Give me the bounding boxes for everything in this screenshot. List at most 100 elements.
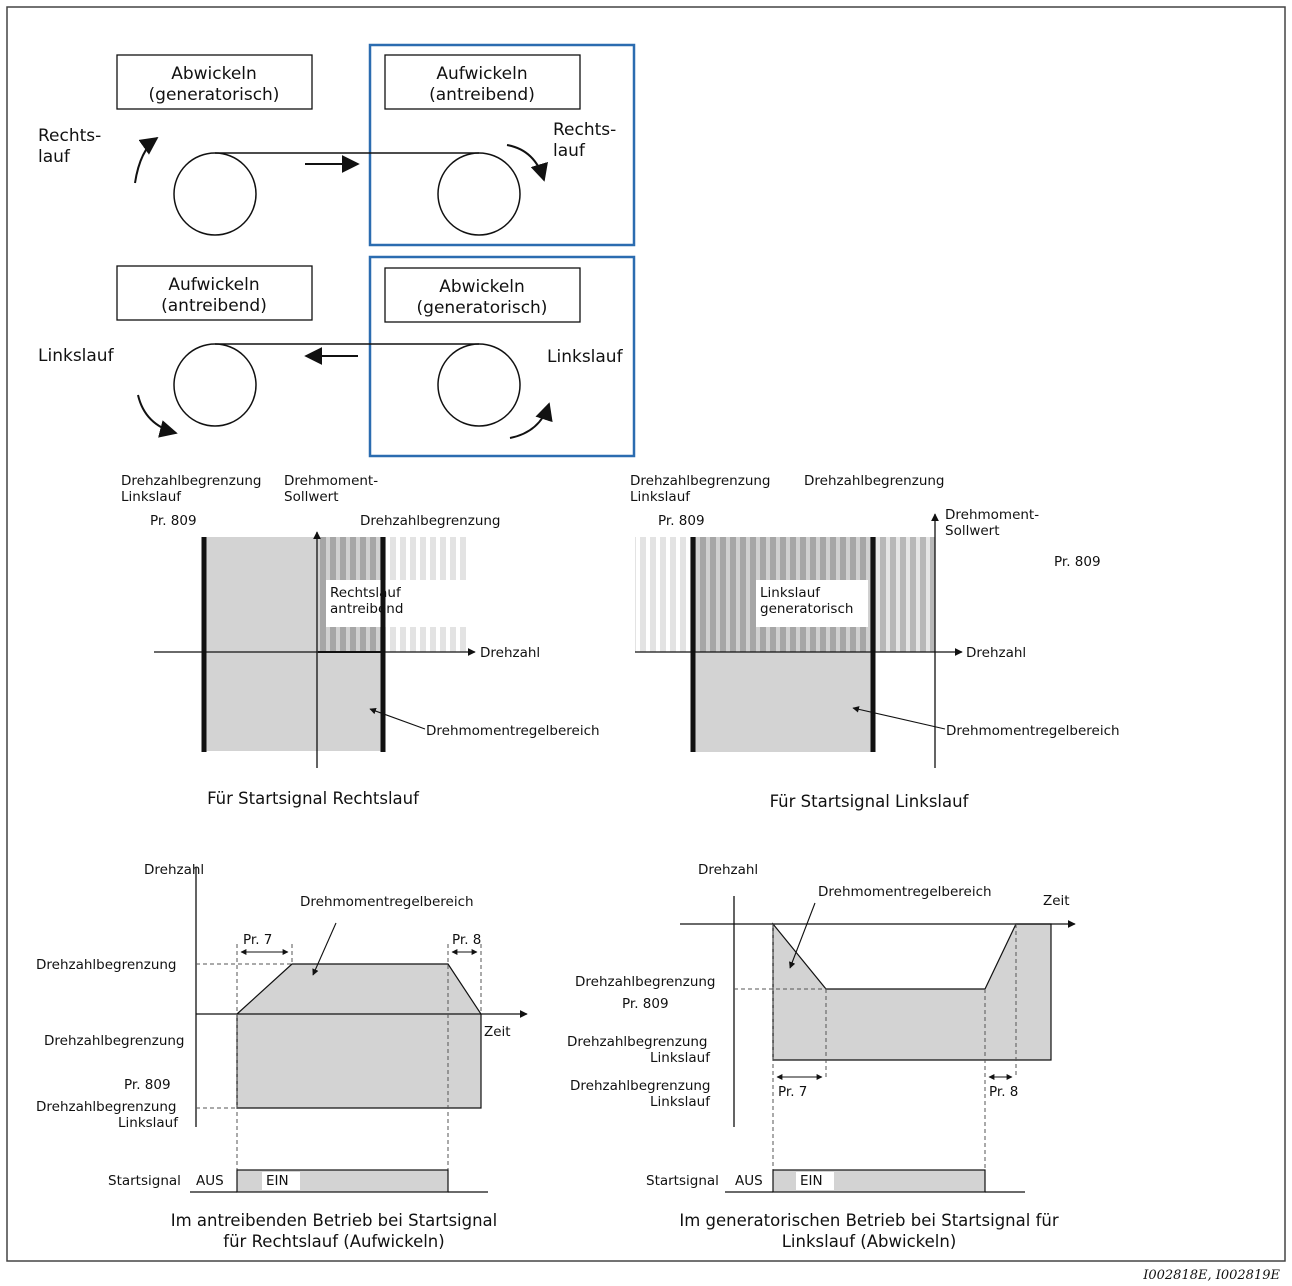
tr-limit-ccw1-line1: Drehzahlbegrenzung	[567, 1034, 708, 1050]
row2-right-rotation: Linkslauf	[547, 347, 624, 367]
figure-frame	[6, 6, 1286, 1262]
tf-limit-ccw-line1: Drehzahlbegrenzung	[36, 1099, 177, 1115]
tr-pr809: Pr. 809	[622, 996, 669, 1012]
row2-right-box-line2: (generatorisch)	[417, 298, 548, 318]
row1-left-rotation-line1: Rechts-	[38, 126, 101, 146]
tf-off: AUS	[196, 1173, 224, 1189]
fwd-control-pointer	[369, 707, 426, 730]
tr-pr7: Pr. 7	[778, 1084, 807, 1100]
fwd-axis-x-label: Drehzahl	[480, 645, 540, 661]
tf-pr809: Pr. 809	[124, 1077, 171, 1093]
tr-region-pointer	[789, 902, 816, 969]
tr-limit: Drehzahlbegrenzung	[575, 974, 716, 990]
fwd-control-label: Drehmomentregelbereich	[426, 723, 600, 739]
row1-left-rotation-line2: lauf	[38, 147, 71, 167]
tf-limit: Drehzahlbegrenzung	[36, 957, 177, 973]
fwd-region-label-bg	[326, 580, 466, 627]
figure-reference: I002818E, I002819E	[1142, 1268, 1280, 1283]
tf-pr8: Pr. 8	[452, 932, 481, 948]
row1-left-box-line1: Abwickeln	[171, 64, 257, 84]
row2-left-box-line2: (antreibend)	[161, 296, 267, 316]
rev-torque-line1: Drehmoment-	[945, 507, 1039, 523]
reel-left-row1	[173, 152, 257, 236]
speed-torque-chart-forward: Drehzahlbegrenzung Linkslauf Drehmoment-…	[121, 473, 600, 808]
tf-torque-control-region	[236, 963, 482, 1109]
row1-right-box-line2: (antreibend)	[429, 85, 535, 105]
tf-caption-line2: für Rechtslauf (Aufwickeln)	[223, 1232, 444, 1251]
reel-right-row2	[437, 343, 521, 427]
tf-on: EIN	[266, 1173, 289, 1189]
fwd-torque-line1: Drehmoment-	[284, 473, 378, 489]
time-chart-forward: Drehzahl Drehmomentregelbereich Drehzahl…	[36, 862, 528, 1251]
rev-control-label: Drehmomentregelbereich	[946, 723, 1120, 739]
tf-region-pointer	[312, 922, 337, 976]
fwd-limit: Drehzahlbegrenzung	[360, 513, 501, 529]
rev-region-label-line1: Linkslauf	[760, 585, 821, 601]
reel-right-row1	[437, 152, 521, 236]
time-chart-reverse: Drehzahl Drehmomentregelbereich Zeit Dre…	[567, 862, 1076, 1251]
rotation-arrow-right-row2	[509, 402, 553, 439]
row1-right-box-line1: Aufwickeln	[436, 64, 527, 84]
label-box-aufwickeln	[384, 54, 581, 110]
rev-band-right-light	[873, 537, 935, 652]
rev-limit-ccw-line2: Linkslauf	[630, 489, 691, 505]
fwd-region-label-line1: Rechtslauf	[330, 585, 402, 601]
rev-region-label-bg	[756, 580, 868, 627]
speed-torque-chart-reverse: Drehzahlbegrenzung Linkslauf Drehzahlbeg…	[630, 473, 1120, 811]
rev-control-pointer	[852, 706, 946, 730]
rev-pr809-left: Pr. 809	[658, 513, 705, 529]
rev-limit: Drehzahlbegrenzung	[804, 473, 945, 489]
fwd-pr809: Pr. 809	[150, 513, 197, 529]
rev-region-label-line2: generatorisch	[760, 601, 853, 617]
tr-torque-control-region	[772, 922, 1052, 1061]
tr-on: EIN	[800, 1173, 823, 1189]
rev-torque-line2: Sollwert	[945, 523, 1000, 539]
highlight-box-row2	[368, 255, 636, 458]
fwd-torque-line2: Sollwert	[284, 489, 339, 505]
tf-pr7: Pr. 7	[243, 932, 272, 948]
tr-axis-x: Zeit	[1043, 893, 1070, 909]
row2-left-box-line1: Aufwickeln	[168, 275, 259, 295]
tr-on-label-bg	[796, 1172, 834, 1190]
rotation-arrow-left-row1	[134, 136, 159, 184]
reel-left-row2	[173, 343, 257, 427]
label-box-aufwickeln-row2	[116, 265, 313, 321]
row2-right-box-line1: Abwickeln	[439, 277, 525, 297]
tf-axis-x: Zeit	[484, 1024, 511, 1040]
tr-limit-ccw2-line1: Drehzahlbegrenzung	[570, 1078, 711, 1094]
tr-off: AUS	[735, 1173, 763, 1189]
tr-pr8: Pr. 8	[989, 1084, 1018, 1100]
tf-caption-line1: Im antreibenden Betrieb bei Startsignal	[171, 1211, 498, 1230]
label-box-abwickeln	[116, 54, 313, 110]
rev-limit-ccw-line1: Drehzahlbegrenzung	[630, 473, 771, 489]
row1-left-box-line2: (generatorisch)	[149, 85, 280, 105]
tr-start-label: Startsignal	[646, 1173, 719, 1189]
fwd-limit-ccw-line1: Drehzahlbegrenzung	[121, 473, 262, 489]
tf-axis-y: Drehzahl	[144, 862, 204, 878]
label-box-abwickeln-row2	[384, 267, 581, 323]
tf-start-label: Startsignal	[108, 1173, 181, 1189]
fwd-region-label-line2: antreibend	[330, 601, 403, 617]
tf-limit2: Drehzahlbegrenzung	[44, 1033, 185, 1049]
winding-diagram: Abwickeln (generatorisch) Aufwickeln (an…	[38, 43, 636, 458]
tr-axis-y: Drehzahl	[698, 862, 758, 878]
rotation-arrow-left-row2	[137, 394, 178, 438]
tr-region: Drehmomentregelbereich	[818, 884, 992, 900]
tr-limit-ccw2-line2: Linkslauf	[650, 1094, 711, 1110]
fwd-caption: Für Startsignal Rechtslauf	[207, 789, 420, 808]
row1-right-rotation-line2: lauf	[553, 141, 586, 161]
tf-limit-ccw-line2: Linkslauf	[118, 1115, 179, 1131]
tr-caption-line2: Linkslauf (Abwickeln)	[782, 1232, 957, 1251]
tr-caption-line1: Im generatorischen Betrieb bei Startsign…	[679, 1211, 1058, 1230]
row1-right-rotation-line1: Rechts-	[553, 120, 616, 140]
rev-axis-x-label: Drehzahl	[966, 645, 1026, 661]
rev-torque-control-region	[695, 652, 873, 752]
row2-left-rotation: Linkslauf	[38, 346, 115, 366]
tf-region: Drehmomentregelbereich	[300, 894, 474, 910]
rotation-arrow-right-row1	[506, 144, 548, 182]
fwd-limit-ccw-line2: Linkslauf	[121, 489, 182, 505]
rev-band-left-light	[635, 537, 695, 652]
tf-on-label-bg	[262, 1172, 300, 1190]
rev-pr809-right: Pr. 809	[1054, 554, 1101, 570]
